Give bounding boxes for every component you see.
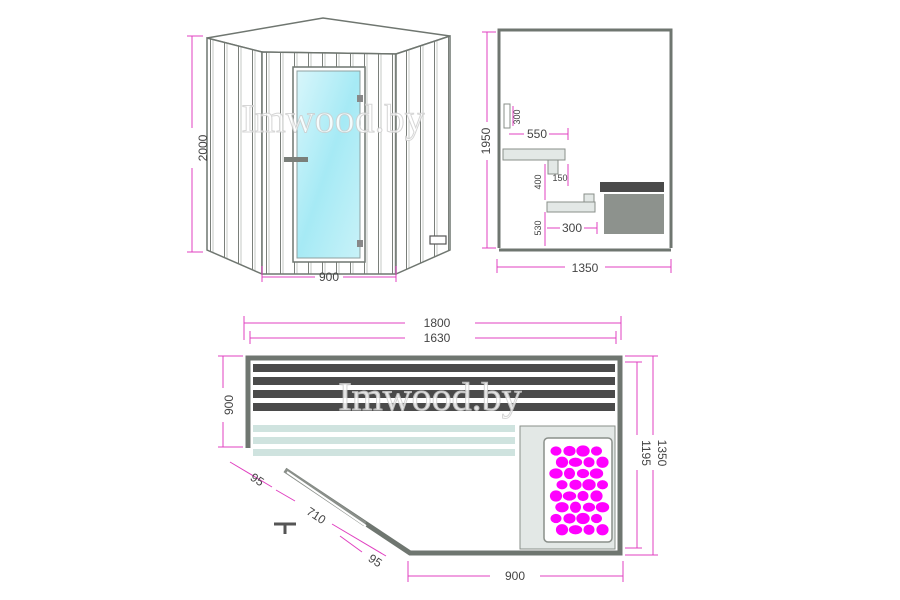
heater-stone: [583, 524, 595, 535]
side-height-label: 1950: [479, 127, 493, 154]
heater-stone: [556, 480, 568, 490]
heater-stone: [591, 446, 602, 456]
plan-right-inner-label: 1195: [639, 440, 653, 466]
plan-lower-slat-2: [253, 437, 515, 444]
front-height-label: 2000: [196, 134, 210, 161]
heater-stone: [555, 524, 569, 536]
upper-bench-support: [547, 159, 559, 175]
front-height-dimension: [187, 35, 203, 253]
side-width-label: 1350: [572, 261, 599, 275]
control-panel: [429, 235, 447, 245]
plan-diag-door-label: 710: [304, 504, 329, 527]
heater-stone: [591, 513, 602, 524]
plan-bench-slat-4: [253, 403, 615, 411]
plan-outer-width-label: 1800: [424, 316, 451, 330]
plan-view: 1800 1630 900 1350 1195 95 710 95 900: [218, 316, 669, 583]
side-upper-bench-label: 550: [527, 127, 547, 141]
side-view: 1950 1350 300 550 150 400 530 300: [479, 28, 673, 275]
door-handle: [284, 157, 308, 162]
heater-stone: [568, 457, 583, 467]
side-dimensions: [482, 31, 672, 273]
heater-stone: [583, 457, 595, 468]
heater-body: [604, 194, 664, 234]
side-lower-height-label: 530: [533, 220, 543, 235]
heater-stone: [555, 456, 569, 468]
front-width-dimension: [261, 266, 397, 282]
side-wall: [497, 28, 673, 248]
side-lower-bench-label: 300: [562, 221, 582, 235]
plan-inner-width-label: 1630: [424, 331, 451, 345]
heater-stone: [582, 479, 596, 491]
heater-stone: [595, 502, 610, 513]
plan-right-outer-label: 1350: [655, 440, 669, 467]
upper-bench: [502, 148, 566, 161]
front-width-label: 900: [319, 270, 339, 284]
plan-stones: [549, 445, 610, 536]
plan-left-depth-label: 900: [222, 395, 236, 415]
heater-stone: [550, 446, 562, 456]
heater-stone: [549, 490, 563, 502]
watermark-plan: Imwood.by: [338, 374, 521, 419]
plan-bench-slat-1: [253, 364, 615, 372]
lower-bench-support: [583, 193, 595, 203]
heater-stone: [568, 525, 583, 535]
plan-lower-slat-1: [253, 425, 515, 432]
plan-bench-slat-2: [253, 377, 615, 385]
heater-stone: [597, 480, 608, 490]
lower-bench: [546, 201, 596, 213]
plan-diag-a-label: 95: [248, 470, 267, 489]
heater-stone: [590, 490, 603, 502]
plan-dimensions: [218, 316, 658, 582]
heater-stone: [576, 468, 590, 479]
heater-stone: [589, 468, 604, 479]
heater-stone: [576, 512, 590, 525]
plan-lower-slat-3: [253, 449, 515, 456]
door-glass: [296, 70, 361, 259]
door-hinge-bottom: [357, 240, 363, 247]
heater-stone: [550, 513, 562, 524]
heater-stone: [564, 467, 575, 480]
heater-stone: [577, 490, 589, 502]
front-view: 2000 900: [187, 17, 451, 284]
plan-walls: [245, 355, 623, 556]
heater-stone: [576, 445, 590, 457]
watermark-top: Imwood.by: [241, 96, 424, 141]
heater-stone: [596, 456, 609, 468]
door-hinge-top: [357, 95, 363, 102]
plan-door: [274, 467, 367, 534]
backrest-upper: [503, 103, 511, 129]
plan-bottom-width-label: 900: [505, 569, 525, 583]
heater-stone: [570, 501, 581, 513]
side-backrest-label: 300: [512, 109, 522, 124]
heater-stone: [549, 468, 563, 479]
heater-stone: [582, 502, 596, 512]
heater-stone: [562, 491, 577, 501]
heater-top: [600, 182, 664, 192]
heater-stone: [596, 524, 609, 536]
front-left-wall: [206, 37, 263, 276]
side-upper-height-label: 400: [533, 174, 543, 189]
heater-stone: [569, 479, 582, 490]
side-bench-gap-label: 150: [552, 173, 567, 183]
front-right-wall: [395, 34, 451, 276]
plan-bench-slat-3: [253, 390, 615, 398]
heater-stone: [563, 445, 576, 457]
heater-stone: [563, 513, 576, 524]
heater-stone: [555, 502, 569, 513]
